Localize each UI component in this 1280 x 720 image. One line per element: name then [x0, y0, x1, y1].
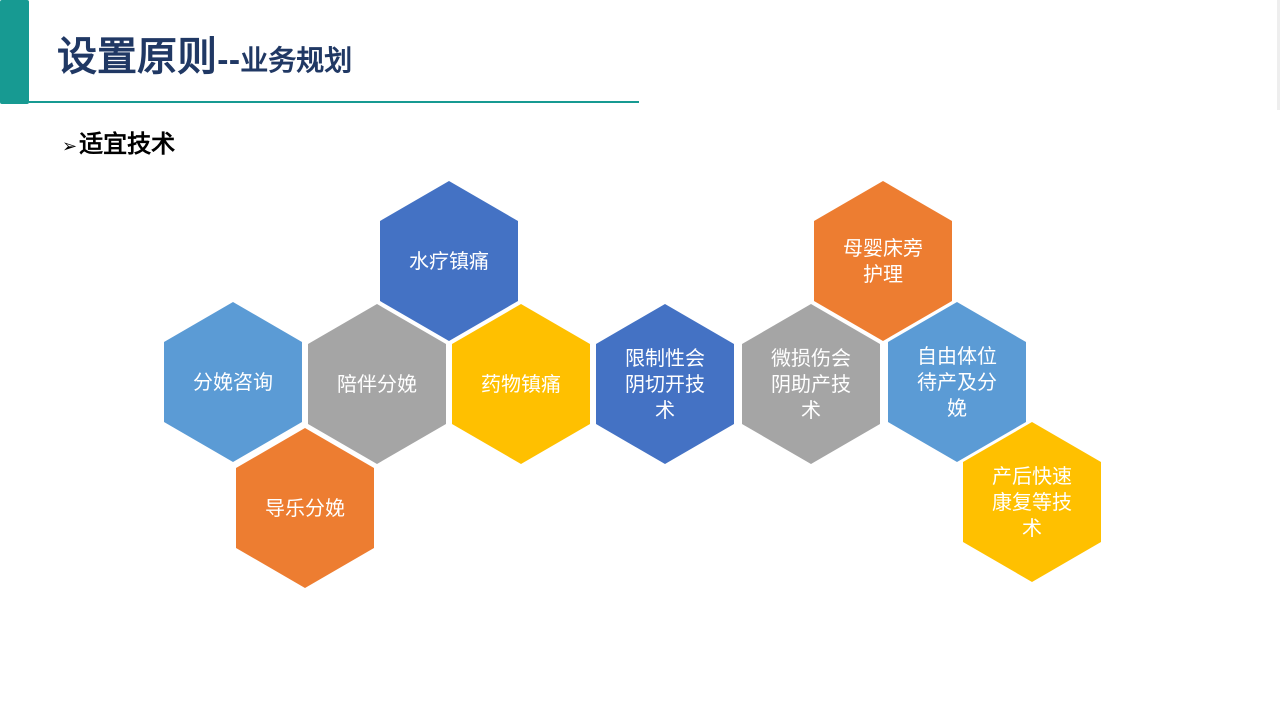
- hexagon-label: 自由体位待产及分娩: [917, 344, 997, 420]
- hexagon: 导乐分娩: [236, 428, 374, 588]
- title-accent-bar: [0, 0, 29, 104]
- section-label: 适宜技术: [79, 130, 176, 158]
- hexagon-label: 微损伤会阴助产技术: [771, 346, 851, 422]
- hexagon-label: 导乐分娩: [265, 496, 345, 520]
- hexagon: 陪伴分娩: [308, 304, 446, 464]
- hexagon: 限制性会阴切开技术: [596, 304, 734, 464]
- hexagon-label: 产后快速康复等技术: [992, 464, 1072, 540]
- hexagon-label: 水疗镇痛: [409, 249, 489, 273]
- hexagon-label: 陪伴分娩: [337, 372, 417, 396]
- slide-edge: [1277, 0, 1280, 110]
- hexagon-label: 母婴床旁护理: [843, 236, 923, 286]
- hexagon-label: 分娩咨询: [193, 370, 273, 394]
- hexagon-label: 限制性会阴切开技术: [625, 346, 705, 422]
- title-underline: [29, 101, 639, 103]
- hexagon: 水疗镇痛: [380, 181, 518, 341]
- hexagon: 药物镇痛: [452, 304, 590, 464]
- hexagon-label: 药物镇痛: [481, 372, 561, 396]
- hexagon: 微损伤会阴助产技术: [742, 304, 880, 464]
- title-sub: --业务规划: [217, 44, 353, 77]
- section-heading: ➢适宜技术: [62, 124, 175, 159]
- page-title: 设置原则--业务规划: [57, 24, 352, 82]
- title-main: 设置原则: [57, 34, 217, 80]
- hexagon: 分娩咨询: [164, 302, 302, 462]
- arrow-bullet-icon: ➢: [62, 136, 78, 157]
